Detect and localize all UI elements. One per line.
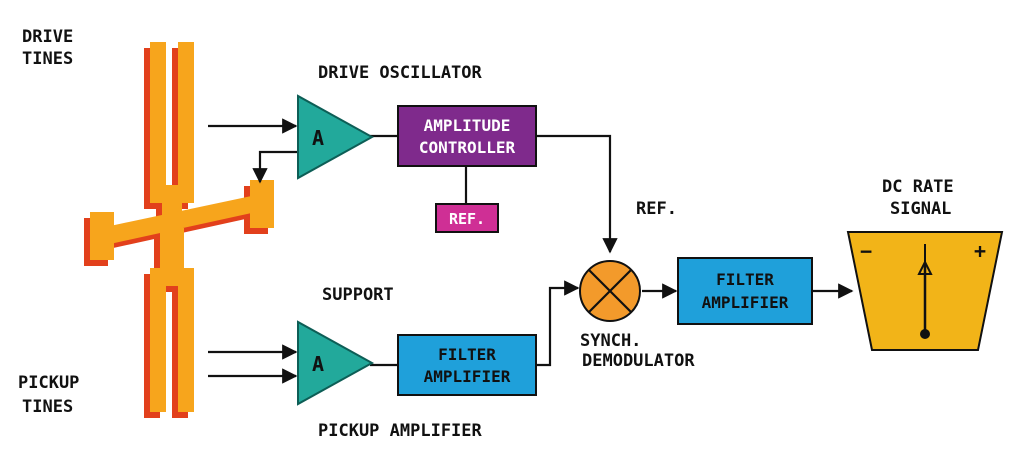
pickup-amplifier-symbol: A	[312, 352, 324, 376]
demodulator-label: DEMODULATOR	[582, 351, 695, 371]
pickup-filter-line2: AMPLIFIER	[424, 367, 511, 386]
output-filter-line1: FILTER	[716, 270, 774, 289]
signal-label: SIGNAL	[890, 199, 951, 219]
synch-demodulator	[579, 260, 641, 322]
amplitude-controller-line1: AMPLITUDE	[424, 116, 511, 135]
output-filter-amplifier-box: FILTER AMPLIFIER	[677, 257, 813, 325]
meter-minus-sign: −	[860, 239, 872, 263]
amplitude-controller-box: AMPLITUDE CONTROLLER	[397, 105, 537, 167]
pickup-tines-label-2: TINES	[22, 397, 73, 417]
drive-amplifier: A	[297, 94, 375, 180]
pickup-filter-line1: FILTER	[438, 345, 496, 364]
reference-box-label: REF.	[449, 210, 485, 228]
drive-amplifier-symbol: A	[312, 126, 324, 150]
tuning-fork	[84, 42, 274, 418]
output-filter-line2: AMPLIFIER	[702, 293, 789, 312]
meter-plus-sign: +	[974, 239, 986, 263]
dc-rate-label: DC RATE	[882, 177, 954, 197]
ref-label: REF.	[636, 199, 677, 219]
support-label: SUPPORT	[322, 285, 394, 305]
tines-face	[90, 42, 274, 412]
synch-label: SYNCH.	[580, 331, 641, 351]
dc-rate-meter: − +	[846, 231, 1004, 351]
amplitude-controller-line2: CONTROLLER	[419, 138, 516, 157]
drive-tines-label-2: TINES	[22, 49, 73, 69]
reference-box: REF.	[435, 203, 499, 233]
drive-oscillator-label: DRIVE OSCILLATOR	[318, 63, 483, 83]
drive-tines-label-1: DRIVE	[22, 27, 73, 47]
pickup-tines-label-1: PICKUP	[18, 373, 79, 393]
signal-wires	[208, 118, 854, 384]
pickup-amplifier: A	[297, 320, 375, 406]
pickup-amplifier-label: PICKUP AMPLIFIER	[318, 421, 483, 441]
pickup-filter-amplifier-box: FILTER AMPLIFIER	[397, 334, 537, 396]
